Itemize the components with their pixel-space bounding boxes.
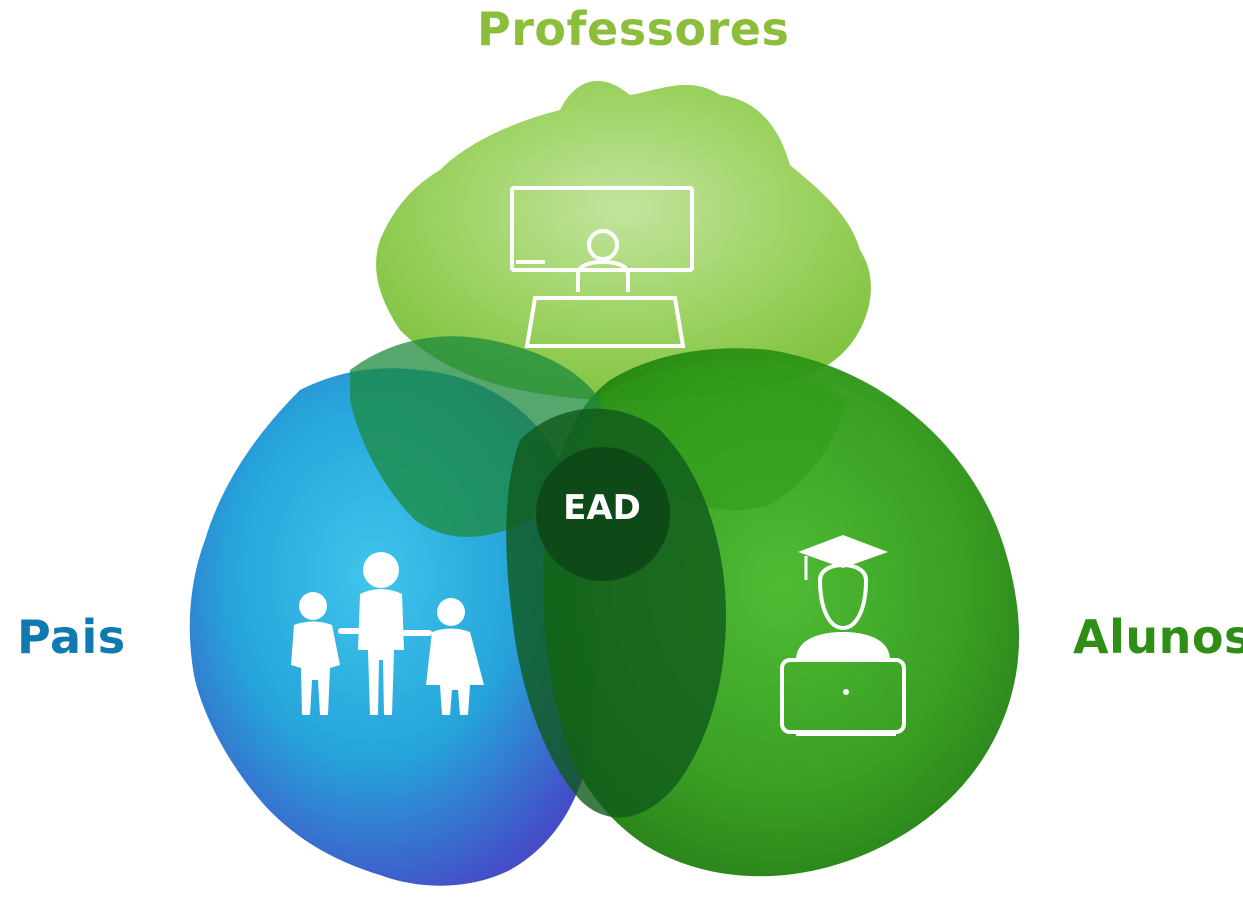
professores-blob xyxy=(376,80,871,401)
teacher-screen-icon xyxy=(510,186,694,348)
center-circle xyxy=(536,447,670,581)
label-professores: Professores xyxy=(477,2,790,56)
label-pais: Pais xyxy=(17,610,126,664)
label-alunos: Alunos xyxy=(1073,610,1243,664)
family-icon xyxy=(291,552,484,715)
graduate-laptop-icon xyxy=(780,535,906,736)
center-label: EAD xyxy=(563,488,641,528)
